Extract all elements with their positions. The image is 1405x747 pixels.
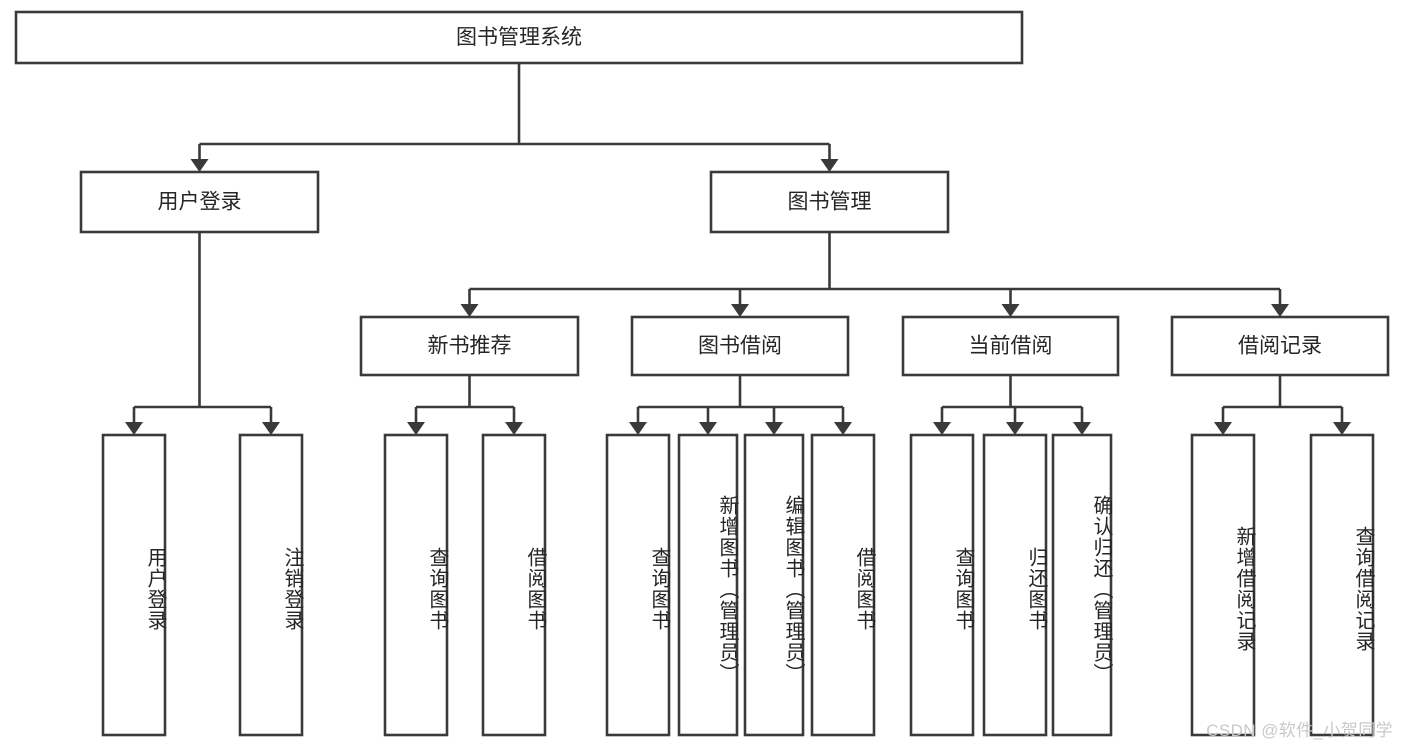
node-box-leaf-confirm-return[interactable]: [1051, 433, 1113, 737]
edge-arrowhead: [834, 422, 852, 435]
node-box-current-borrow[interactable]: [901, 315, 1120, 377]
edge-arrowhead: [731, 304, 749, 317]
edge-arrowhead: [1001, 304, 1020, 317]
edge-arrowhead: [125, 422, 143, 435]
connectors-layer: [125, 63, 1351, 435]
node-box-root[interactable]: [14, 10, 1024, 65]
edge-arrowhead: [629, 422, 647, 435]
node-box-borrow-record[interactable]: [1170, 315, 1390, 377]
edge-arrowhead: [820, 159, 839, 172]
edge-arrowhead: [460, 304, 479, 317]
edge-arrowhead: [407, 422, 425, 435]
edge-arrowhead: [1271, 304, 1289, 317]
watermark: CSDN @软件_小贺同学: [1206, 721, 1393, 740]
edge-arrowhead: [699, 422, 717, 435]
node-box-leaf-edit-book[interactable]: [743, 433, 805, 737]
node-box-leaf-add-record[interactable]: [1190, 433, 1256, 737]
node-label-book-manage: 图书管理: [788, 191, 872, 214]
node-label-new-book-recommend: 新书推荐: [428, 335, 512, 358]
node-box-leaf-query-book-1[interactable]: [383, 433, 449, 737]
edge-arrowhead: [1333, 422, 1351, 435]
edge-arrowhead: [262, 422, 280, 435]
node-box-leaf-user-logout[interactable]: [238, 433, 304, 737]
node-box-leaf-query-book-2[interactable]: [605, 433, 671, 737]
node-box-leaf-user-login[interactable]: [101, 433, 167, 737]
node-box-book-borrow[interactable]: [630, 315, 850, 377]
node-box-leaf-add-book[interactable]: [677, 433, 739, 737]
node-box-book-manage[interactable]: [709, 170, 950, 234]
edge-arrowhead: [1006, 422, 1024, 435]
edge-arrowhead: [765, 422, 783, 435]
node-label-borrow-record: 借阅记录: [1238, 335, 1322, 358]
node-box-leaf-query-record[interactable]: [1309, 433, 1375, 737]
node-label-current-borrow: 当前借阅: [969, 335, 1053, 358]
edge-arrowhead: [1214, 422, 1232, 435]
edge-arrowhead: [1073, 422, 1091, 435]
edge-arrowhead: [933, 422, 951, 435]
edge-arrowhead: [505, 422, 523, 435]
node-boxes-layer: [14, 10, 1390, 737]
node-box-user-login[interactable]: [79, 170, 320, 234]
node-box-leaf-return-book[interactable]: [982, 433, 1048, 737]
node-box-leaf-borrow-book-1[interactable]: [481, 433, 547, 737]
node-box-new-book-recommend[interactable]: [359, 315, 580, 377]
node-label-root: 图书管理系统: [456, 26, 582, 49]
node-label-user-login: 用户登录: [158, 191, 242, 214]
node-box-leaf-borrow-book-2[interactable]: [810, 433, 876, 737]
edge-arrowhead: [190, 159, 209, 172]
node-label-book-borrow: 图书借阅: [698, 335, 782, 358]
node-box-leaf-query-book-3[interactable]: [909, 433, 975, 737]
